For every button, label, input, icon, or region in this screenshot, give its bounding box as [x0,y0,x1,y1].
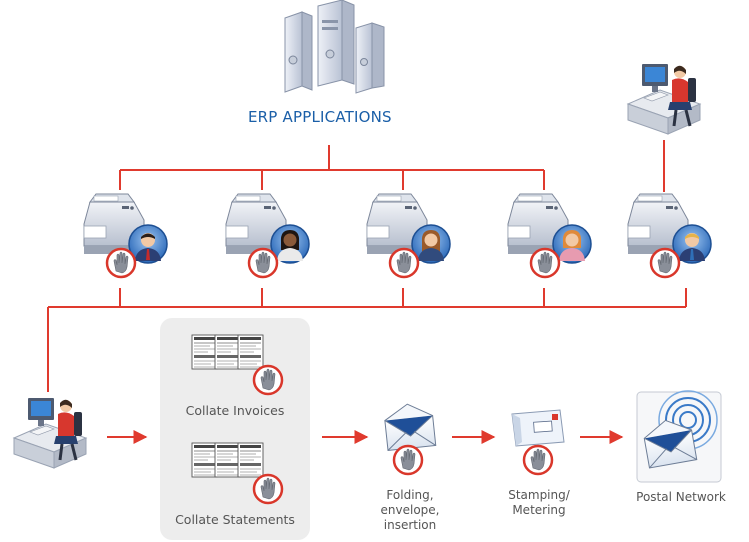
avatar-man-icon [672,224,712,264]
workstation-icon [12,396,88,470]
avatar-woman-icon [411,224,451,264]
hand-stamp-icon [247,247,279,279]
avatar-man-icon [128,224,168,264]
hand-stamp-icon [392,444,424,476]
metering-line: Metering [512,503,566,517]
hand-stamp-icon [522,444,554,476]
collate-statements-label: Collate Statements [175,512,295,527]
collate-invoices-label: Collate Invoices [185,403,285,418]
hand-stamp-icon [252,473,284,505]
printer-bus-lines [47,288,687,392]
erp-applications-title: ERP APPLICATIONS [248,108,392,126]
avatar-woman-icon [270,224,310,264]
erp-connector-lines [119,140,665,192]
hand-stamp-icon [388,247,420,279]
avatar-woman-icon [552,224,592,264]
folding-line: Folding, [386,488,434,502]
envelope-icon [382,401,437,451]
hand-stamp-icon [649,247,681,279]
postage-meter-icon [511,409,565,447]
server-cluster-icon [284,0,385,94]
document-icon [191,442,264,478]
document-icon [191,334,264,370]
stamping-line: Stamping/ [508,488,570,502]
insertion-line: insertion [383,518,437,532]
folding-envelope-insertion-label: Folding, envelope, insertion [370,488,450,533]
workstation-icon [626,62,702,136]
hand-stamp-icon [529,247,561,279]
hand-stamp-icon [252,364,284,396]
envelope-line: envelope, [380,503,440,517]
postal-network-label: Postal Network [636,490,726,504]
postal-network-icon [636,390,722,483]
stamping-metering-label: Stamping/ Metering [494,488,584,518]
hand-stamp-icon [105,247,137,279]
